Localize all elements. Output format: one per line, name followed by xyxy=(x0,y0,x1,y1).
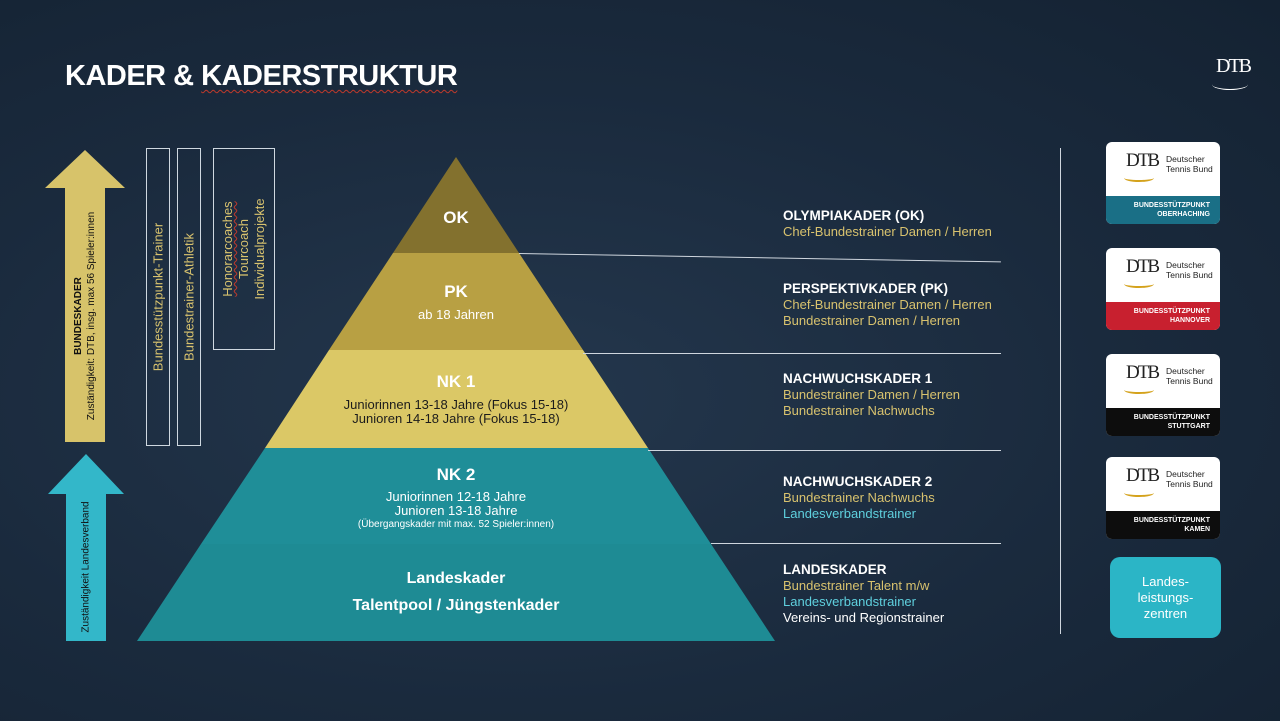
nk1-description: NACHWUCHSKADER 1 Bundestrainer Damen / H… xyxy=(783,371,961,418)
nk1-sub-1: Juniorinnen 13-18 Jahre (Fokus 15-18) xyxy=(343,397,569,412)
ok-description: OLYMPIAKADER (OK) Chef-Bundestrainer Dam… xyxy=(783,208,992,239)
page-title: KADER & KADERSTRUKTUR xyxy=(65,60,458,92)
pyramid-level-nk1 xyxy=(265,350,648,448)
nk1-label: NK 1 xyxy=(436,372,476,391)
nk2-description: NACHWUCHSKADER 2 Bundestrainer Nachwuchs… xyxy=(783,474,935,521)
pk-sub: ab 18 Jahren xyxy=(418,307,494,322)
bundeskader-arrow xyxy=(45,150,125,442)
nk1-sub-2: Junioren 14-18 Jahre (Fokus 15-18) xyxy=(352,411,560,426)
pyramid-level-nk2 xyxy=(201,448,711,544)
landeskader-description: LANDESKADER Bundestrainer Talent m/w Lan… xyxy=(783,562,945,625)
vertical-divider xyxy=(1060,148,1061,634)
pyramid-level-ok xyxy=(393,157,519,253)
landesverband-arrow xyxy=(48,454,124,641)
landesleistungszentren-box: Landes-leistungs-zentren xyxy=(1110,557,1221,638)
divider-pk xyxy=(583,353,1001,354)
ok-label: OK xyxy=(443,208,469,227)
honorarcoaches-box: Honorarcoaches Tourcoach Individualproje… xyxy=(213,148,275,350)
nk2-sub-1: Juniorinnen 12-18 Jahre xyxy=(385,489,527,504)
pk-description: PERSPEKTIVKADER (PK) Chef-Bundestrainer … xyxy=(783,281,992,328)
nk2-sub-3: (Übergangskader mit max. 52 Spieler:inne… xyxy=(357,519,555,530)
bundesstuetzpunkt-trainer-box: Bundesstützpunkt-Trainer xyxy=(146,148,170,446)
landeskader-label: Landeskader xyxy=(406,570,506,587)
pyramid-level-landeskader xyxy=(137,544,775,641)
talentpool-label: Talentpool / Jüngstenkader xyxy=(352,597,560,614)
nk2-sub-2: Junioren 13-18 Jahre xyxy=(394,503,518,518)
dtb-logo: DTB xyxy=(1208,55,1252,91)
pyramid-level-pk xyxy=(329,253,583,350)
nk2-label: NK 2 xyxy=(436,465,476,484)
bundestrainer-athletik-box: Bundestrainer-Athletik xyxy=(177,148,201,446)
divider-nk1 xyxy=(648,450,1001,451)
divider-nk2 xyxy=(711,543,1001,544)
pk-label: PK xyxy=(444,282,468,301)
